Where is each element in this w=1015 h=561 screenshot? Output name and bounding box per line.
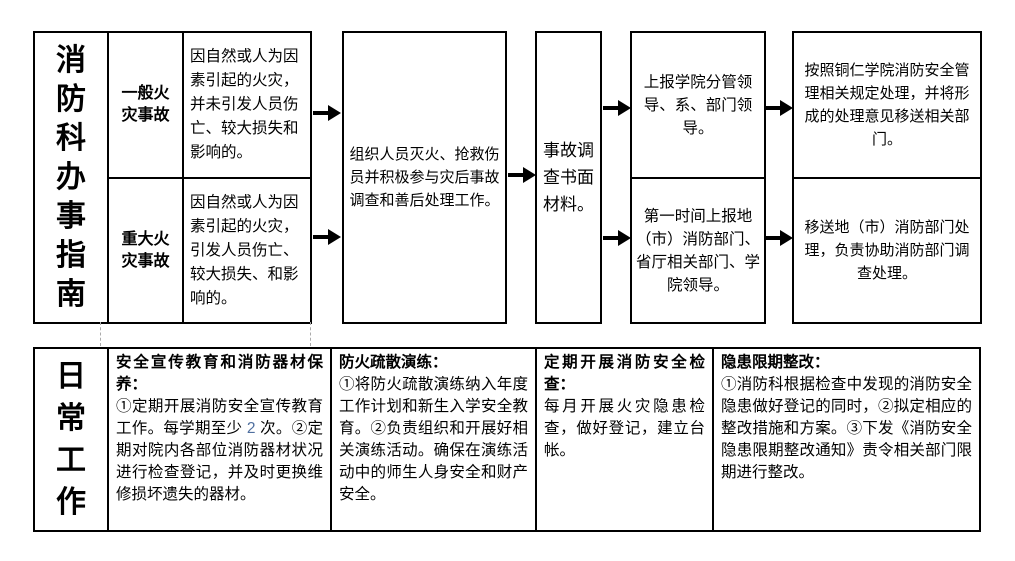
daily-column-heading: 定期开展消防安全检查：	[544, 354, 705, 393]
accident-desc-general-text: 因自然或人为因素引起的火灾，并未引发人员伤亡、较大损失和影响的。	[190, 48, 299, 161]
arrow-right-icon	[765, 230, 793, 246]
resolution-major-box: 移送地（市）消防部门处理，负责协助消防部门调查处理。	[792, 177, 982, 324]
accident-desc-general-cell: 因自然或人为因素引起的火灾，并未引发人员伤亡、较大损失和影响的。	[182, 31, 312, 179]
report-general-box: 上报学院分管领导、系、部门领导。	[630, 31, 766, 179]
highlighted-number: 2	[246, 420, 256, 437]
investigation-box-text: 事故调查书面材料。	[543, 141, 594, 214]
daily-column-body: 每月开展火灾隐患检查，做好登记，建立台帐。	[544, 398, 705, 459]
daily-column-heading: 防火疏散演练：	[339, 354, 448, 371]
gridline-stub	[310, 322, 311, 346]
daily-column-heading: 安全宣传教育和消防器材保养：	[116, 354, 323, 393]
investigation-box: 事故调查书面材料。	[535, 31, 602, 324]
accident-type-major-label: 重大火灾事故	[121, 230, 170, 270]
arrow-right-icon	[313, 229, 341, 245]
resolution-major-text: 移送地（市）消防部门处理，负责协助消防部门调查处理。	[804, 219, 970, 282]
daily-column-evacuation-drill: 防火疏散演练： ①将防火疏散演练纳入年度工作计划和新生入学安全教育。②负责组织和…	[330, 347, 537, 532]
flow-section-title: 消 防 科 办 事 指 南	[56, 44, 86, 311]
arrow-right-icon	[603, 230, 631, 246]
resolution-general-text: 按照铜仁学院消防安全管理相关规定处理，并将形成的处理意见移送相关部门。	[804, 62, 970, 148]
accident-type-general-cell: 一般火灾事故	[107, 31, 184, 179]
resolution-general-box: 按照铜仁学院消防安全管理相关规定处理，并将形成的处理意见移送相关部门。	[792, 31, 982, 179]
gridline-stub	[100, 322, 101, 346]
respond-box: 组织人员灭火、抢救伤员并积极参与灾后事故调查和善后处理工作。	[342, 31, 507, 324]
report-major-box: 第一时间上报地（市）消防部门、省厅相关部门、学院领导。	[630, 177, 766, 324]
arrow-right-icon	[603, 100, 631, 116]
report-major-text: 第一时间上报地（市）消防部门、省厅相关部门、学院领导。	[636, 207, 761, 294]
accident-type-major-cell: 重大火灾事故	[107, 177, 184, 324]
daily-column-safety-inspection: 定期开展消防安全检查： 每月开展火灾隐患检查，做好登记，建立台帐。	[535, 347, 714, 532]
daily-section-title-cell: 日 常 工 作	[33, 347, 109, 532]
arrow-right-icon	[765, 100, 793, 116]
daily-column-body: ①将防火疏散演练纳入年度工作计划和新生入学安全教育。②负责组织和开展好相关演练活…	[339, 376, 528, 503]
respond-box-text: 组织人员灭火、抢救伤员并积极参与灾后事故调查和善后处理工作。	[349, 146, 500, 209]
daily-column-heading: 隐患限期整改：	[721, 354, 830, 371]
daily-column-safety-education: 安全宣传教育和消防器材保养： ①定期开展消防安全宣传教育工作。每学期至少 2 次…	[107, 347, 332, 532]
daily-column-rectification: 隐患限期整改： ①消防科根据检查中发现的消防安全隐患做好登记的同时，②拟定相应的…	[712, 347, 981, 532]
daily-column-body: ①消防科根据检查中发现的消防安全隐患做好登记的同时，②拟定相应的整改措施和方案。…	[721, 376, 972, 481]
arrow-right-icon	[508, 167, 536, 183]
report-general-text: 上报学院分管领导、系、部门领导。	[643, 73, 753, 137]
accident-type-general-label: 一般火灾事故	[121, 85, 170, 124]
flow-section-title-cell: 消 防 科 办 事 指 南	[33, 31, 109, 324]
daily-column-body: ①定期开展消防安全宣传教育工作。每学期至少 2 次。②定期对院内各部位消防器材状…	[116, 398, 323, 503]
daily-section-title: 日 常 工 作	[56, 359, 86, 519]
arrow-right-icon	[313, 105, 341, 121]
accident-desc-major-cell: 因自然或人为因素引起的火灾，引发人员伤亡、较大损失、和影响的。	[182, 177, 312, 324]
accident-desc-major-text: 因自然或人为因素引起的火灾，引发人员伤亡、较大损失、和影响的。	[190, 193, 299, 307]
